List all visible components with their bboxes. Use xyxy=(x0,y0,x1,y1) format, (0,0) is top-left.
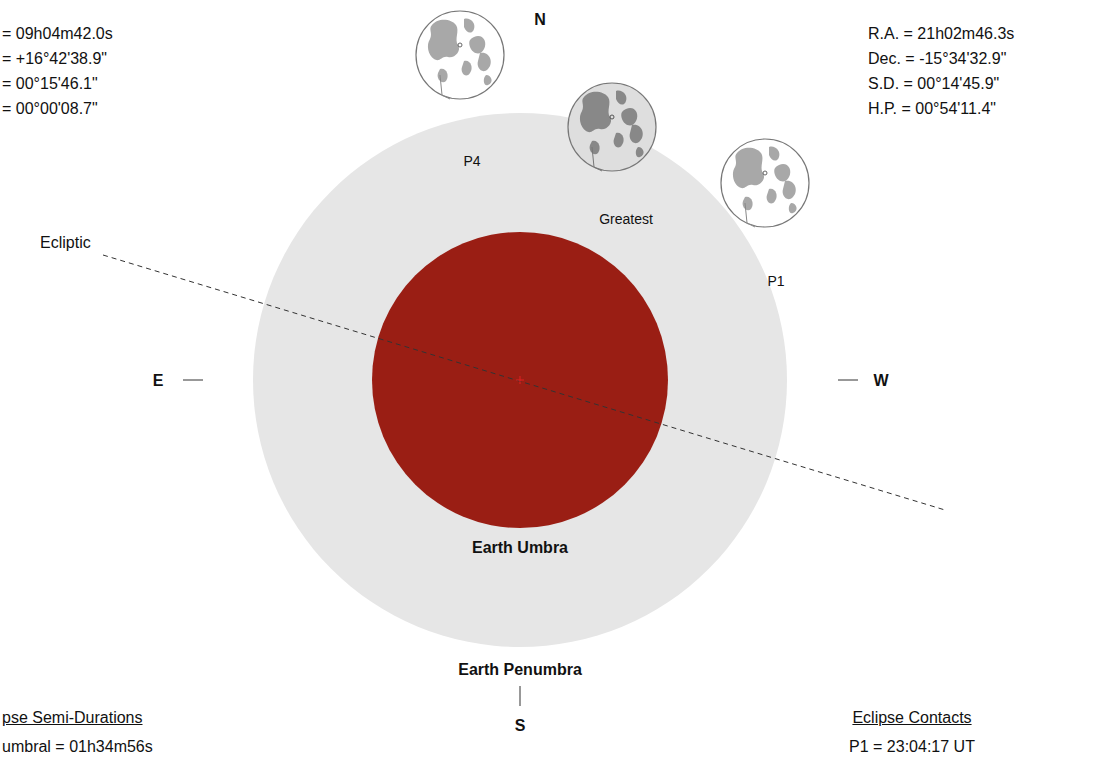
contact-label: P4 xyxy=(463,152,480,171)
moon-data: = 00°15'46.1" xyxy=(2,74,98,93)
sun-data: S.D. = 00°14'45.9" xyxy=(868,74,999,93)
compass-east: E xyxy=(153,371,164,390)
region-label: Earth Penumbra xyxy=(458,660,582,679)
section-heading: pse Semi-Durations xyxy=(2,708,143,727)
moon-data: = 09h04m42.0s xyxy=(2,24,113,43)
contact-time: P1 = 23:04:17 UT xyxy=(849,737,975,756)
contact-label: Greatest xyxy=(599,210,653,229)
region-label: Earth Umbra xyxy=(472,538,568,557)
moon-data: = 00°00'08.7" xyxy=(2,99,98,118)
ecliptic-label: Ecliptic xyxy=(40,233,91,252)
compass-west: W xyxy=(873,371,888,390)
semi-duration: umbral = 01h34m56s xyxy=(2,737,153,756)
sun-data: Dec. = -15°34'32.9" xyxy=(868,49,1006,68)
sun-data: R.A. = 21h02m46.3s xyxy=(868,24,1014,43)
compass-north: N xyxy=(534,10,546,29)
moon-data: = +16°42'38.9" xyxy=(2,49,107,68)
section-heading: Eclipse Contacts xyxy=(852,708,971,727)
sun-data: H.P. = 00°54'11.4" xyxy=(868,99,996,118)
contact-label: P1 xyxy=(767,272,784,291)
compass-south: S xyxy=(515,716,526,735)
